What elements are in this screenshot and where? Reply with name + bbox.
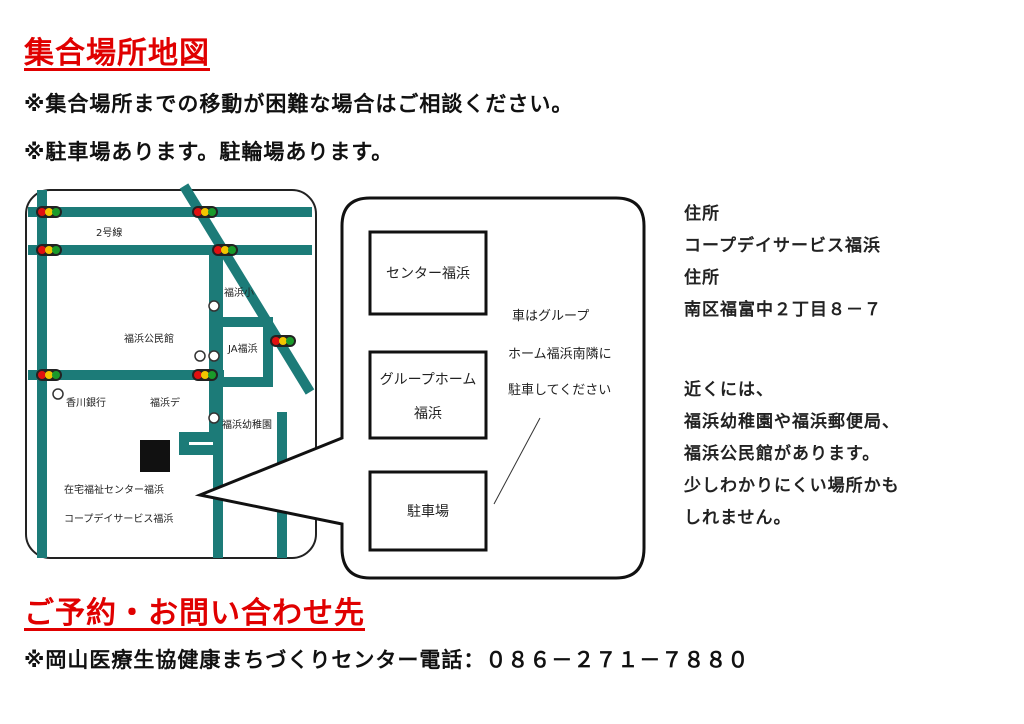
traffic-light-icon	[36, 206, 62, 218]
address-value: 南区福富中２丁目８－７	[684, 300, 882, 320]
landmark-label: 香川銀行	[66, 396, 106, 409]
callout-box-parking-label: 駐車場	[407, 503, 449, 520]
destination-label: 在宅福祉センター福浜	[64, 483, 164, 496]
landmark-label: 福浜公民館	[124, 332, 174, 345]
destination-building	[140, 440, 170, 472]
callout-note: ホーム福浜南隣に	[508, 346, 612, 362]
landmark-label: 福浜幼稚園	[222, 418, 272, 431]
callout-box-grouphome-label: グループホーム	[380, 372, 477, 388]
callout-box-center	[368, 230, 488, 316]
note-consultation: ※集合場所までの移動が困難な場合はご相談ください。	[24, 92, 574, 116]
nearby-line: しれません。	[684, 508, 792, 528]
destination-label: コープデイサービス福浜	[64, 512, 173, 525]
contact-heading: ご予約・お問い合わせ先	[24, 596, 365, 631]
callout-note: 車はグループ	[512, 309, 589, 324]
traffic-lights	[36, 206, 296, 381]
facility-name: コープデイサービス福浜	[684, 236, 881, 256]
marker-icon	[208, 300, 220, 312]
road-diagonal	[179, 183, 315, 395]
note-parking: ※駐車場あります。駐輪場あります。	[24, 140, 394, 164]
callout-box-grouphome-label: 福浜	[414, 406, 442, 422]
landmark-label: JA福浜	[227, 342, 258, 355]
nearby-line: 福浜幼稚園や福浜郵便局、	[684, 412, 900, 432]
landmark-label: 福浜デ	[150, 396, 180, 409]
callout-box-center-label: センター福浜	[386, 266, 470, 282]
nearby-line: 近くには、	[684, 380, 774, 400]
traffic-light-icon	[192, 206, 218, 218]
marker-icon	[52, 388, 64, 400]
location-map: 2号線 福浜小 JA福浜 福浜公民館 香川銀行 福浜デ 福浜幼稚園 在宅福祉セン…	[25, 183, 646, 580]
marker-icon	[208, 350, 220, 362]
callout-box-parking	[368, 470, 488, 552]
address-label: 住所	[684, 268, 720, 288]
traffic-light-icon	[212, 244, 238, 256]
callout-box-grouphome	[368, 350, 488, 440]
marker-icon	[194, 350, 206, 362]
traffic-light-icon	[36, 244, 62, 256]
callout-pointer-line	[493, 417, 541, 505]
nearby-info: 近くには、 福浜幼稚園や福浜郵便局、 福浜公民館があります。 少しわかりにくい場…	[684, 374, 900, 534]
landmark-label: 福浜小	[224, 286, 254, 299]
callout-note: 駐車してください	[508, 383, 611, 398]
page-title: 集合場所地図	[24, 36, 210, 71]
traffic-light-icon	[270, 335, 296, 347]
nearby-line: 福浜公民館があります。	[684, 444, 881, 464]
traffic-light-icon	[36, 369, 62, 381]
traffic-light-icon	[192, 369, 218, 381]
contact-phone: ※岡山医療生協健康まちづくりセンター電話：０８６－２７１－７８８０	[24, 648, 750, 672]
road-ja-branch	[214, 317, 273, 387]
address-label: 住所	[684, 204, 720, 224]
landmark-markers	[52, 300, 220, 424]
marker-icon	[208, 412, 220, 424]
address-block: 住所 コープデイサービス福浜 住所 南区福富中２丁目８－７	[684, 198, 882, 326]
nearby-line: 少しわかりにくい場所かも	[684, 476, 900, 496]
route-label: 2号線	[96, 226, 122, 239]
